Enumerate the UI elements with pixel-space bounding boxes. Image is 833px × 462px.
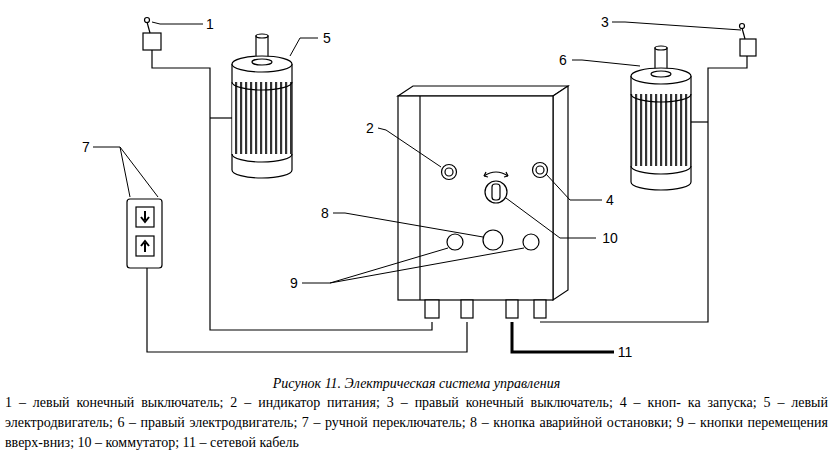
callout-number: 5 — [323, 31, 331, 45]
power-indicator — [442, 165, 457, 180]
callout-number: 2 — [366, 121, 374, 135]
limit-switch — [740, 39, 756, 56]
electric-motor — [232, 34, 292, 178]
callout-number: 6 — [559, 53, 567, 67]
switch-roller — [145, 18, 150, 23]
wire — [691, 121, 708, 122]
cable-gland — [506, 300, 518, 318]
callout-number: 9 — [290, 276, 298, 290]
cable-gland — [534, 300, 546, 318]
callout-number: 8 — [321, 206, 329, 220]
callout-number: 10 — [602, 231, 618, 245]
switch-lever — [147, 22, 150, 33]
callout-number: 7 — [82, 140, 90, 154]
cable-gland — [461, 300, 473, 318]
control-cabinet — [398, 86, 568, 318]
updown-button — [523, 234, 539, 250]
callout-number: 11 — [618, 345, 633, 359]
power-cable — [512, 322, 614, 352]
leader-lines — [93, 22, 741, 283]
limit-switch — [143, 33, 161, 50]
electric-motor — [631, 46, 691, 190]
wire — [152, 50, 432, 330]
callout-number: 1 — [206, 17, 214, 31]
control-system-illustration — [0, 0, 833, 375]
figure-caption: Рисунок 11. Электрическая система управл… — [0, 376, 833, 392]
hand-pendant-switch — [127, 199, 162, 268]
switch-lever — [742, 28, 745, 39]
updown-button — [447, 234, 463, 250]
cable-gland — [425, 300, 439, 318]
callout-number: 4 — [606, 193, 614, 207]
selector-switch — [485, 181, 507, 203]
start-button — [533, 163, 548, 178]
wire — [210, 117, 233, 118]
callout-number: 3 — [601, 15, 609, 29]
emergency-stop-button — [483, 230, 503, 250]
switch-roller — [740, 24, 745, 29]
wire — [540, 56, 747, 322]
parts-key: 1 – левый конечный выключатель; 2 – инди… — [5, 393, 828, 453]
